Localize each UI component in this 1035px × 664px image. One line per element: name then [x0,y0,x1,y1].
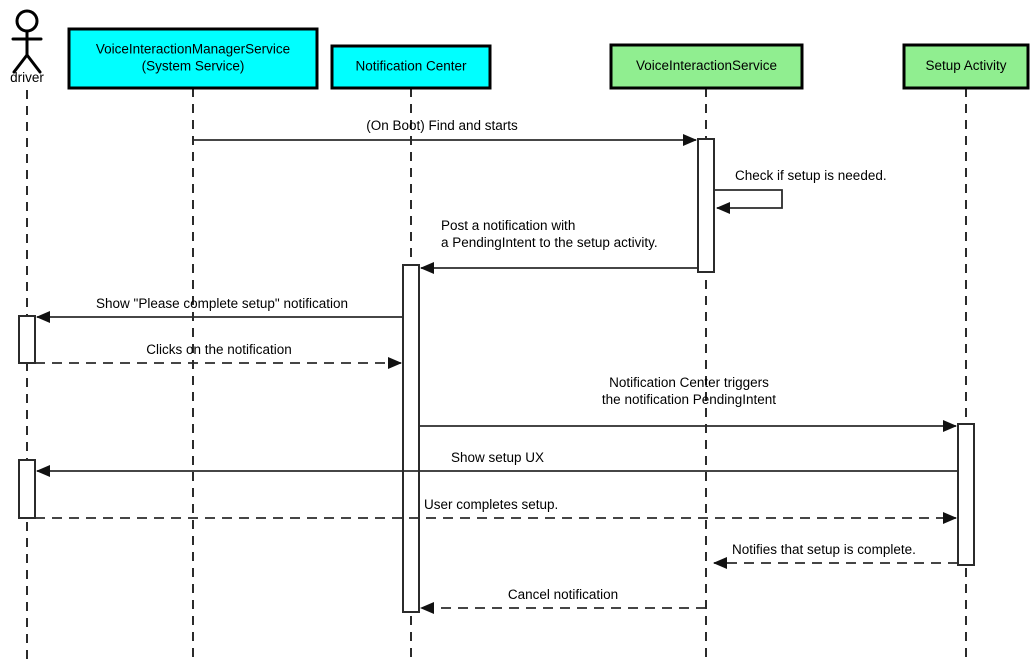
msg-user-completes-setup[interactable]: User completes setup. [35,497,957,524]
participant-label-notification-center: Notification Center [355,59,467,74]
message-label: a PendingIntent to the setup activity. [441,235,658,250]
activation-bar-setup-activity [957,423,975,566]
participant-box-setup-activity[interactable]: Setup Activity [902,43,1030,90]
message-label: Clicks on the notification [146,342,292,357]
participant-label-voice-interaction-service: VoiceInteractionService [636,58,777,73]
msg-clicks-on-the-notification[interactable]: Clicks on the notification [35,342,402,369]
participant-label-setup-activity: Setup Activity [925,58,1006,73]
msg-on-boot-find-and-starts[interactable]: (On Boot) Find and starts [193,118,697,146]
participant-rect-vims[interactable] [67,27,319,90]
activation-bar-driver [18,315,36,364]
msg-show-setup-ux[interactable]: Show setup UX [36,450,958,477]
msg-cancel-notification[interactable]: Cancel notification [420,587,706,614]
msg-show-please-complete-setup-notification[interactable]: Show "Please complete setup" notificatio… [36,296,403,323]
msg-notifies-that-setup-is-complete[interactable]: Notifies that setup is complete. [713,542,958,569]
message-label: Notifies that setup is complete. [732,542,916,557]
message-label: (On Boot) Find and starts [366,118,518,133]
activation-bar-driver [18,459,36,519]
msg-notification-center-triggers-pendingintent[interactable]: Notification Center triggers the notifica… [419,375,957,432]
participant-rect-notification-center[interactable] [330,44,492,90]
participant-headers-layer: driver VoiceInteractionManagerService (Sys… [10,9,1030,90]
participant-rect-voice-interaction-service[interactable] [609,43,804,90]
message-label: Notification Center triggers [609,375,769,390]
participant-box-voice-interaction-service[interactable]: VoiceInteractionService [609,43,804,90]
message-arrow-self [715,189,783,214]
msg-post-notification-pendingintent[interactable]: Post a notification with a PendingIntent … [420,218,698,274]
message-label: the notification PendingIntent [602,392,776,407]
actor-driver: driver [10,9,44,85]
participant-box-notification-center[interactable]: Notification Center [330,44,492,90]
activation-bar-voice-interaction-service [697,138,715,273]
actor-label-driver: driver [10,70,44,85]
message-label: Check if setup is needed. [735,168,887,183]
message-label: Show setup UX [451,450,544,465]
participant-rect-setup-activity[interactable] [902,43,1030,90]
message-label: Post a notification with [441,218,575,233]
participant-label-vims: VoiceInteractionManagerService [96,42,290,57]
msg-check-if-setup-is-needed[interactable]: Check if setup is needed. [715,168,887,214]
message-label: User completes setup. [424,497,558,512]
participant-box-vims[interactable]: VoiceInteractionManagerService (System Se… [67,27,319,90]
activation-bar-notification-center [402,264,420,613]
participant-label-vims: (System Service) [142,59,245,74]
message-label: Show "Please complete setup" notificatio… [96,296,348,311]
message-label: Cancel notification [508,587,618,602]
activations-layer [18,138,975,613]
